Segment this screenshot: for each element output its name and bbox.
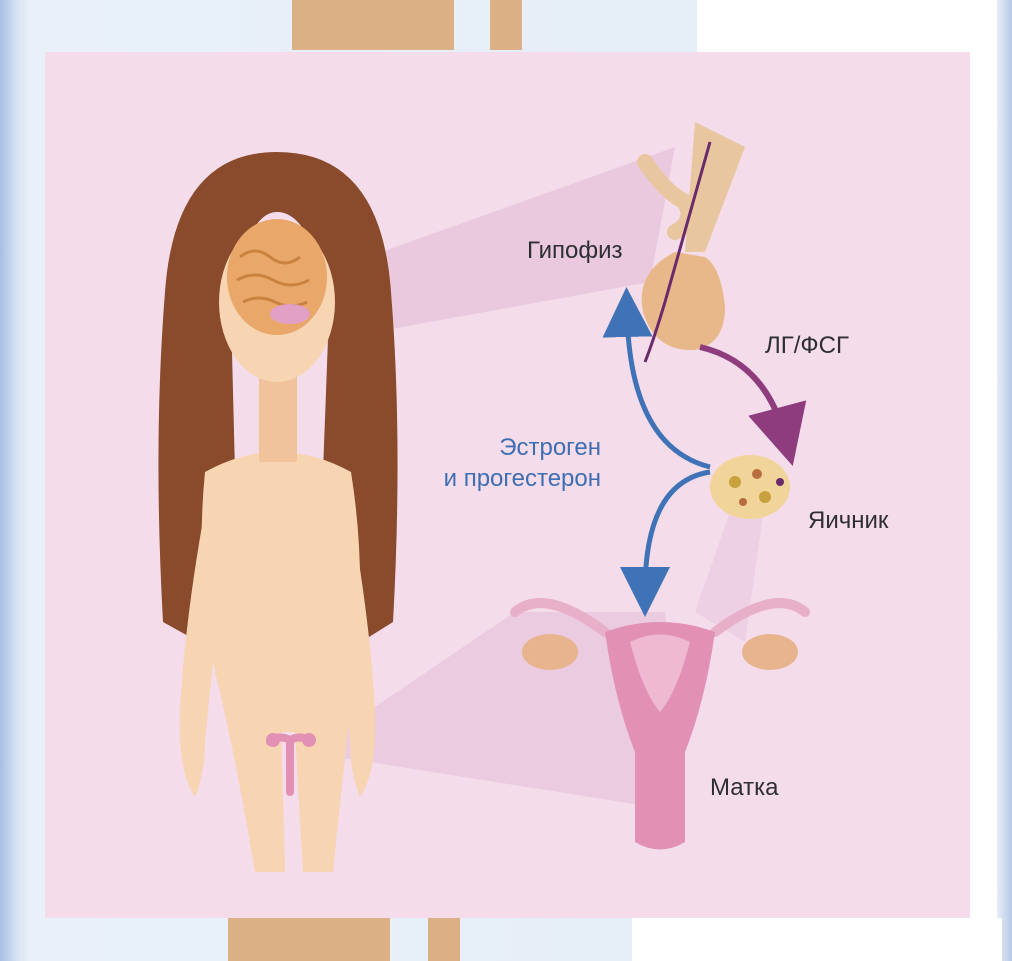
estrogen-label: Эстроген и прогестерон bbox=[405, 432, 601, 494]
top-tab-right bbox=[490, 0, 522, 50]
estrogen-label-line1: Эстроген bbox=[405, 432, 601, 463]
lh-fsh-label: ЛГ/ФСГ bbox=[765, 332, 849, 360]
hormone-diagram: Гипофиз ЛГ/ФСГ Эстроген и прогестерон Яи… bbox=[45, 52, 970, 918]
slide-bottom-panel bbox=[632, 918, 1002, 961]
bottom-tab-right bbox=[428, 918, 460, 961]
estrogen-label-line2: и прогестерон bbox=[405, 463, 601, 494]
ovary-icon bbox=[710, 455, 790, 519]
uterus-label: Матка bbox=[710, 774, 778, 802]
brain-icon bbox=[227, 219, 327, 335]
lh-fsh-arrow bbox=[700, 347, 785, 437]
bottom-tab-left bbox=[228, 918, 390, 961]
ovary-label: Яичник bbox=[808, 507, 888, 535]
top-tab-left bbox=[292, 0, 454, 50]
pituitary-label: Гипофиз bbox=[527, 237, 623, 265]
hormone-arrow-to-uterus bbox=[645, 472, 710, 592]
